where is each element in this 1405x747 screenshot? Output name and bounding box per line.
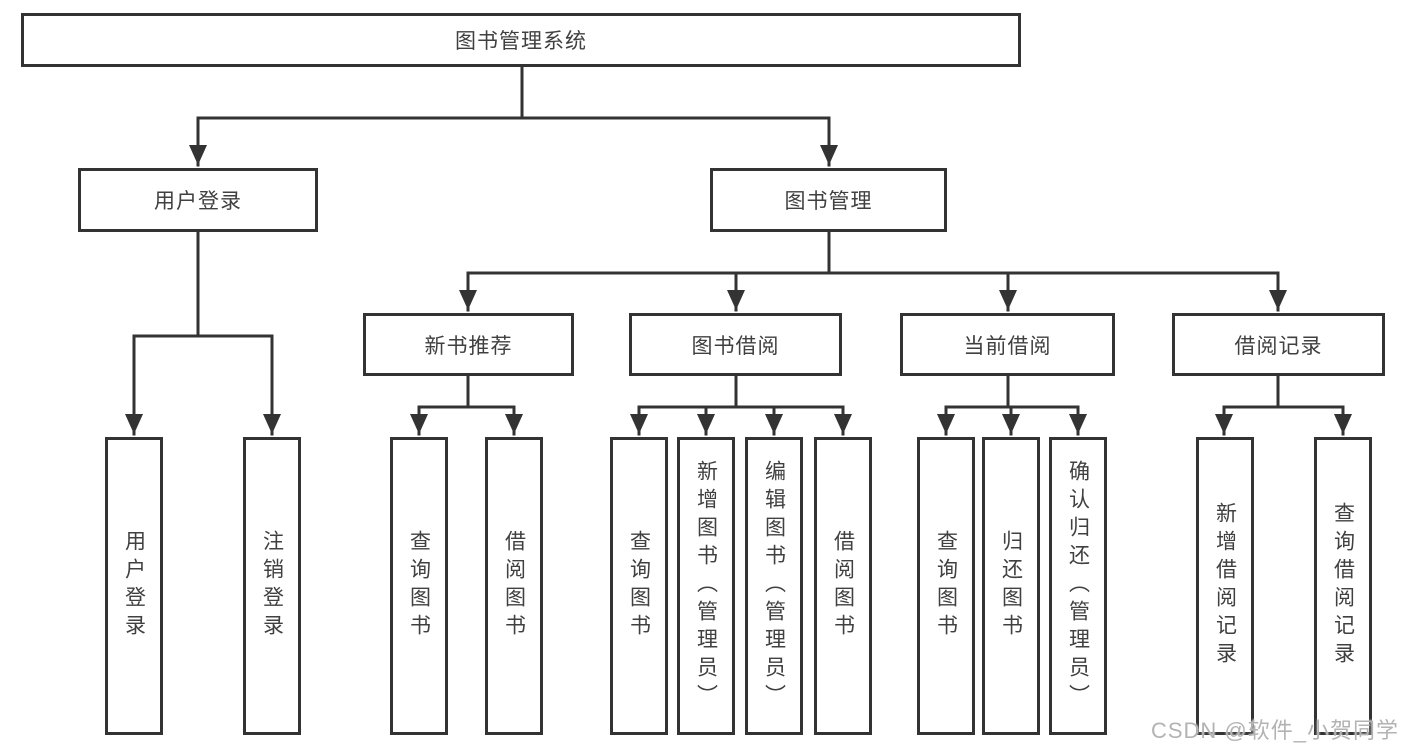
node-library-system: 图书管理系统 bbox=[21, 13, 1021, 67]
leaf-return-books: 归还图书 bbox=[982, 437, 1040, 735]
leaf-borrow-books-recommend: 借阅图书 bbox=[485, 437, 543, 735]
node-new-book-recommend: 新书推荐 bbox=[363, 313, 574, 376]
leaf-query-books-borrowing: 查询图书 bbox=[610, 437, 668, 735]
leaf-logout: 注销登录 bbox=[243, 437, 301, 735]
leaf-confirm-return-admin: 确认归还（管理员） bbox=[1049, 437, 1107, 735]
csdn-watermark: CSDN @软件_小贺同学 bbox=[1150, 718, 1399, 743]
leaf-label: 查询图书 bbox=[627, 530, 651, 642]
leaf-add-borrow-record: 新增借阅记录 bbox=[1196, 437, 1254, 735]
leaf-label: 查询图书 bbox=[934, 530, 958, 642]
node-user-login: 用户登录 bbox=[78, 168, 318, 232]
node-book-borrowing: 图书借阅 bbox=[629, 313, 842, 376]
node-book-management: 图书管理 bbox=[710, 168, 947, 232]
leaf-label: 查询借阅记录 bbox=[1331, 502, 1355, 670]
leaf-user-login: 用户登录 bbox=[105, 437, 163, 735]
leaf-label: 注销登录 bbox=[260, 530, 284, 642]
leaf-label: 用户登录 bbox=[122, 530, 146, 642]
leaf-label: 归还图书 bbox=[999, 530, 1023, 642]
node-borrow-records: 借阅记录 bbox=[1172, 313, 1385, 376]
leaf-label: 编辑图书（管理员） bbox=[762, 460, 786, 712]
leaf-label: 查询图书 bbox=[407, 530, 431, 642]
leaf-label: 确认归还（管理员） bbox=[1066, 460, 1090, 712]
leaf-label: 新增图书（管理员） bbox=[694, 460, 718, 712]
leaf-query-borrow-record: 查询借阅记录 bbox=[1314, 437, 1372, 735]
leaf-add-books-admin: 新增图书（管理员） bbox=[677, 437, 735, 735]
leaf-label: 借阅图书 bbox=[831, 530, 855, 642]
leaf-edit-books-admin: 编辑图书（管理员） bbox=[745, 437, 803, 735]
leaf-borrow-books: 借阅图书 bbox=[814, 437, 872, 735]
node-current-borrowing: 当前借阅 bbox=[900, 313, 1115, 376]
leaf-label: 借阅图书 bbox=[502, 530, 526, 642]
leaf-query-books-recommend: 查询图书 bbox=[390, 437, 448, 735]
leaf-query-books-current: 查询图书 bbox=[917, 437, 975, 735]
leaf-label: 新增借阅记录 bbox=[1213, 502, 1237, 670]
